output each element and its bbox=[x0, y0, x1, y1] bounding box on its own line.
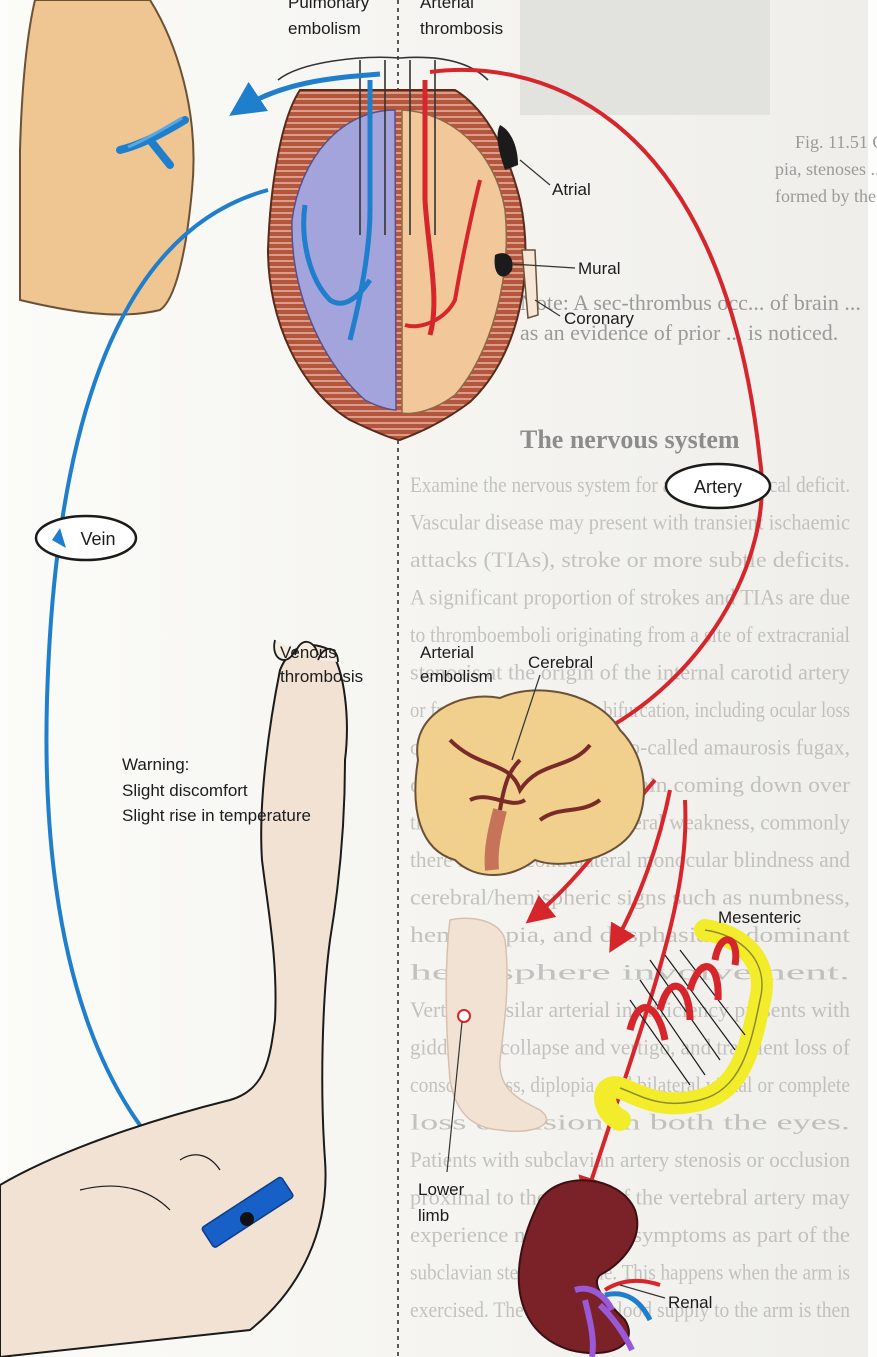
book-text-line: Examine the nervous system for any neuro… bbox=[410, 472, 850, 497]
book-paragraph: Examine the nervous system for any neuro… bbox=[410, 472, 851, 1322]
book-text-line: exercised. The increased blood supply to… bbox=[410, 1297, 850, 1322]
pulmonary-embolism-label-line1: Pulmonary bbox=[288, 0, 370, 12]
book-text-line: Vascular disease may present with transi… bbox=[410, 510, 850, 535]
brain-illustration bbox=[415, 690, 644, 875]
book-text-line: attacks (TIAs), stroke or more subtle de… bbox=[410, 547, 850, 572]
vein-path bbox=[46, 190, 268, 1215]
book-text-line: to thromboemboli originating from a site… bbox=[410, 622, 850, 647]
lower-limb-label-line2: limb bbox=[418, 1206, 449, 1225]
arterial-embolism-label-line1: Arterial bbox=[420, 643, 474, 662]
book-caption-line: formed by the ... bbox=[775, 186, 877, 206]
book-text-line: Patients with subclavian artery stenosis… bbox=[410, 1147, 850, 1172]
coronary-label: Coronary bbox=[564, 309, 634, 328]
book-caption-line: Fig. 11.51 Card... bbox=[795, 132, 877, 152]
lower-limb-label-line1: Lower bbox=[418, 1180, 465, 1199]
arterial-embolism-label-line2: embolism bbox=[420, 667, 493, 686]
warning-detail-line1: Slight discomfort bbox=[122, 781, 248, 800]
venous-thrombosis-label-line1: Venous bbox=[280, 643, 337, 662]
mural-label: Mural bbox=[578, 259, 621, 278]
leg-illustration bbox=[0, 640, 347, 1357]
pulmonary-embolism-label-line2: embolism bbox=[288, 19, 361, 38]
book-heading: The nervous system bbox=[520, 425, 740, 454]
warning-detail-line2: Slight rise in temperature bbox=[122, 806, 311, 825]
lung-illustration bbox=[20, 0, 194, 315]
warning-label: Warning: bbox=[122, 755, 189, 774]
book-caption-line: pia, stenoses ... bbox=[775, 159, 877, 179]
book-text-line: cerebral/hemispheric signs such as numbn… bbox=[410, 885, 850, 910]
book-text-line: A significant proportion of strokes and … bbox=[410, 585, 850, 610]
artery-label: Artery bbox=[694, 477, 742, 497]
vein-label: Vein bbox=[80, 529, 115, 549]
arterial-thrombosis-label-line1: Arterial bbox=[420, 0, 474, 12]
atrial-label: Atrial bbox=[552, 180, 591, 199]
renal-label: Renal bbox=[668, 1293, 712, 1312]
mesenteric-label: Mesenteric bbox=[718, 908, 802, 927]
cerebral-label: Cerebral bbox=[528, 653, 593, 672]
venous-thrombosis-label-line2: thrombosis bbox=[280, 667, 363, 686]
arterial-thrombosis-label-line2: thrombosis bbox=[420, 19, 503, 38]
heart-illustration bbox=[268, 57, 538, 440]
